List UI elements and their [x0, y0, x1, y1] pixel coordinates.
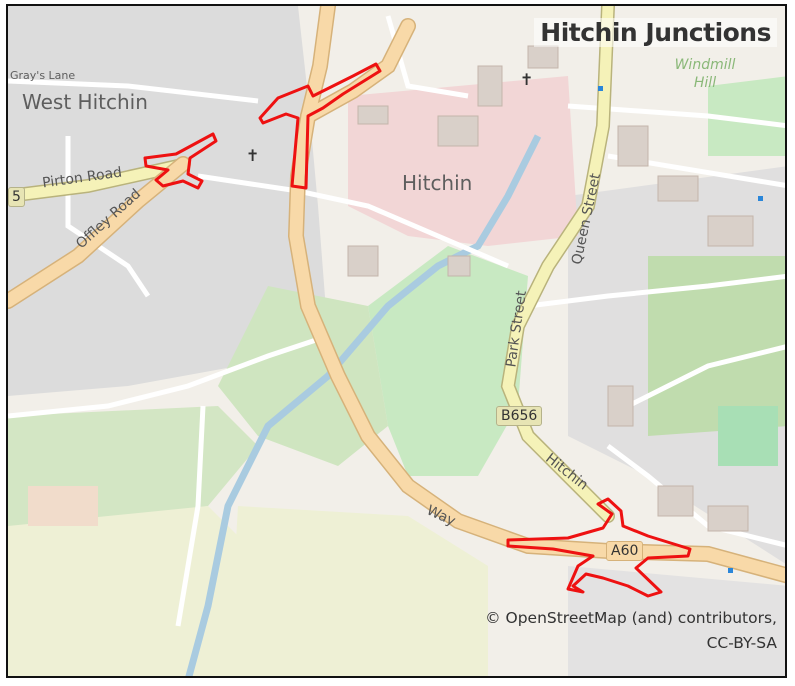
road-shield-a60: A60: [606, 541, 644, 561]
river-hiz: [185, 134, 542, 676]
wood-area-east: [648, 256, 785, 436]
junction-offley-road-outline: [258, 62, 382, 190]
pitch-area: [718, 406, 778, 466]
map-attribution: © OpenStreetMap (and) contributors, CC-B…: [485, 606, 777, 656]
map-title: Hitchin Junctions: [534, 18, 777, 47]
park-area: [368, 246, 528, 476]
church-icon: ✝: [520, 70, 534, 89]
green-area-west: [218, 286, 388, 466]
attribution-line-1: © OpenStreetMap (and) contributors,: [485, 609, 777, 627]
junction-outlines[interactable]: [143, 62, 692, 598]
attribution-line-2: CC-BY-SA: [706, 634, 777, 652]
junction-pirton-road-outline: [143, 132, 218, 190]
place-label-west-hitchin: West Hitchin: [22, 90, 148, 114]
residential-west: [8, 6, 328, 396]
sports-area: [28, 486, 98, 526]
windmill-hill-park: [708, 76, 785, 156]
bus-stop-icon: [598, 86, 763, 573]
farmland-south: [228, 506, 488, 676]
buildings: [347, 45, 754, 532]
church-icon: ✝: [246, 146, 260, 165]
place-label-hitchin: Hitchin: [402, 171, 473, 195]
road-shield-b655: 5: [8, 187, 25, 207]
road-label-grays-lane: Gray's Lane: [10, 69, 76, 82]
farmland-southwest: [8, 506, 268, 676]
map-canvas[interactable]: [8, 6, 787, 678]
secondary-roads: [8, 6, 614, 522]
map-frame: West Hitchin Hitchin Windmill Hill Gray'…: [6, 4, 787, 678]
road-shield-b656: B656: [496, 406, 543, 426]
residential-south: [568, 566, 785, 676]
town-centre-area: [348, 76, 578, 246]
place-label-windmill-hill: Windmill Hill: [674, 57, 736, 91]
junction-park-street-outline: [506, 497, 692, 598]
